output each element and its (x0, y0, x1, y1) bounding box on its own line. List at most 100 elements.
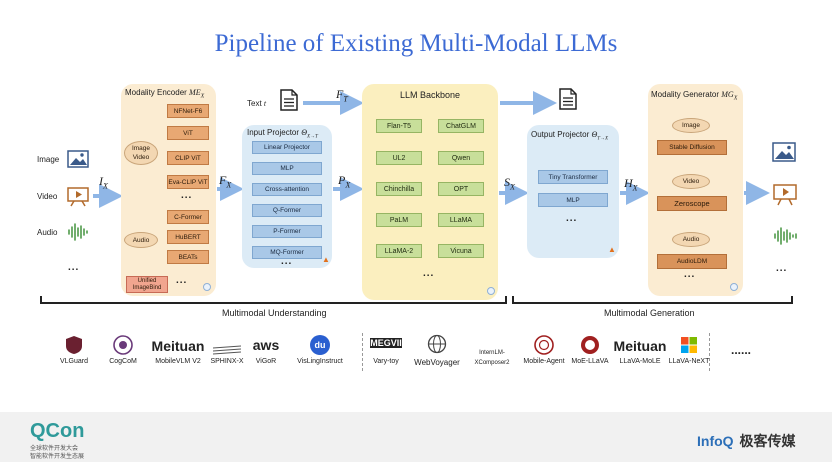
var-ix: IX (99, 174, 108, 191)
logo-label: Mobile-Agent (523, 358, 565, 365)
encoder-item-eva-clip-vit: Eva-CLIP ViT (167, 175, 209, 189)
llm-item-llama-2: LLaMA-2 (376, 244, 422, 258)
generator-video-node: Video (672, 174, 710, 189)
logo-brand: Meituan (613, 338, 667, 354)
logo-group-divider (362, 333, 710, 371)
document-icon (280, 89, 298, 111)
bracket-tick (40, 296, 42, 303)
logo-brand: MEGVII (370, 338, 402, 348)
logo-label: LLaVA-MoLE (619, 358, 661, 365)
logo-label: LLaVA-NeXT (668, 358, 710, 365)
out-projector-item-mlp: MLP (538, 193, 608, 207)
seal-icon (113, 335, 133, 355)
logo-vary-toy: MEGVII Vary-toy (366, 333, 406, 373)
lines-icon (213, 345, 241, 355)
logo-more: ...... (716, 333, 766, 373)
logo-llava-next: LLaVA-NeXT (666, 333, 712, 373)
projector-item-pformer: P-Former (252, 225, 322, 238)
windows-icon (681, 337, 697, 353)
projector-ellipsis: ... (281, 256, 293, 267)
logo-label: MobileVLM V2 (155, 358, 201, 365)
logo-brand: InternLM- (479, 350, 505, 356)
projector-item-cross-attention: Cross-attention (252, 183, 322, 196)
encoder-item-cformer: C-Former (167, 210, 209, 224)
encoder-iv-ellipsis: ... (181, 190, 193, 201)
qcon-subtitle-2: 智能软件开发生态展 (30, 454, 85, 460)
logo-label: ViGoR (255, 358, 277, 365)
logo-vigor: aws ViGoR (248, 333, 284, 373)
logo-label: XComposer2 (474, 360, 510, 366)
generator-audioldm: AudioLDM (657, 254, 727, 269)
trainable-fire-icon: ▲ (608, 245, 616, 254)
understanding-bracket (40, 302, 507, 304)
var-sx: SX (504, 175, 515, 192)
logo-label: VisLingInstruct (297, 358, 343, 365)
logo-vislinginstruct: du VisLingInstruct (290, 333, 350, 373)
logo-vlguard: VLGuard (54, 333, 94, 373)
image-icon (67, 150, 89, 168)
bracket-tick (791, 296, 793, 303)
llm-item-chinchilla: Chinchilla (376, 182, 422, 196)
llm-title: LLM Backbone (399, 90, 461, 100)
generator-stable-diffusion: Stable Diffusion (657, 140, 727, 155)
section-generation: Multimodal Generation (604, 308, 695, 318)
output-projector-panel (527, 125, 619, 258)
bracket-tick (505, 296, 507, 303)
input-label-audio: Audio (37, 228, 58, 237)
logo-moe-llava: MoE-LLaVA (568, 333, 612, 373)
logo-brand: Meituan (151, 338, 205, 354)
llm-item-opt: OPT (438, 182, 484, 196)
frozen-icon (203, 283, 211, 291)
encoder-audio-node: Audio (124, 232, 158, 248)
logo-brand: du (310, 335, 330, 355)
generator-audio-node: Audio (672, 232, 710, 247)
logo-label: MoE-LLaVA (571, 358, 609, 365)
generator-image-node: Image (672, 118, 710, 133)
logo-cogcom: CogCoM (102, 333, 144, 373)
logo-internlm: InternLM- XComposer2 (468, 333, 516, 373)
logo-brand: aws (252, 337, 280, 353)
input-ellipsis: ... (68, 262, 80, 273)
frozen-icon (730, 283, 738, 291)
logo-label: WebVoyager (414, 358, 460, 367)
text-input-label: Text t (247, 99, 267, 108)
logo-mobile-agent: Mobile-Agent (520, 333, 568, 373)
logo-webvoyager: WebVoyager (410, 333, 464, 373)
footer-bar (0, 412, 832, 462)
audio-icon (774, 227, 797, 245)
frozen-icon (487, 287, 495, 295)
encoder-item-nfnet: NFNet-F6 (167, 104, 209, 118)
bracket-tick (512, 296, 514, 303)
video-icon (773, 184, 797, 206)
audio-icon (68, 223, 88, 241)
logo-label: SPHINX-X (210, 358, 244, 365)
video-icon (67, 187, 89, 207)
qcon-subtitle: 全球软件开发大会 (30, 446, 79, 452)
encoder-item-vit: ViT (167, 126, 209, 140)
logo-sphinx-x: SPHINX-X (207, 333, 247, 373)
projector-item-linear: Linear Projector (252, 141, 322, 154)
generator-zeroscope: Zeroscope (657, 196, 727, 211)
qcon-logo: QCon (30, 420, 85, 442)
generator-ellipsis: ... (684, 269, 696, 280)
encoder-audio-ellipsis: ... (176, 275, 188, 286)
generation-bracket (512, 302, 793, 304)
out-projector-item-tiny-transformer: Tiny Transformer (538, 170, 608, 184)
var-hx: HX (624, 176, 638, 193)
page-title: Pipeline of Existing Multi-Modal LLMs (214, 30, 618, 57)
globe-icon (427, 334, 447, 354)
var-ft: FT (336, 87, 348, 104)
llm-ellipsis: ... (423, 268, 435, 279)
generator-title: Modality Generator MGX (651, 90, 738, 102)
encoder-item-hubert: HuBERT (167, 230, 209, 244)
logo-label: Vary-toy (373, 358, 399, 365)
output-ellipsis: ... (776, 263, 788, 274)
section-understanding: Multimodal Understanding (222, 308, 327, 318)
output-projector-title: Output Projector ΘT→X (531, 130, 609, 142)
llm-item-flan-t5: Flan-T5 (376, 119, 422, 133)
document-icon (559, 88, 577, 110)
